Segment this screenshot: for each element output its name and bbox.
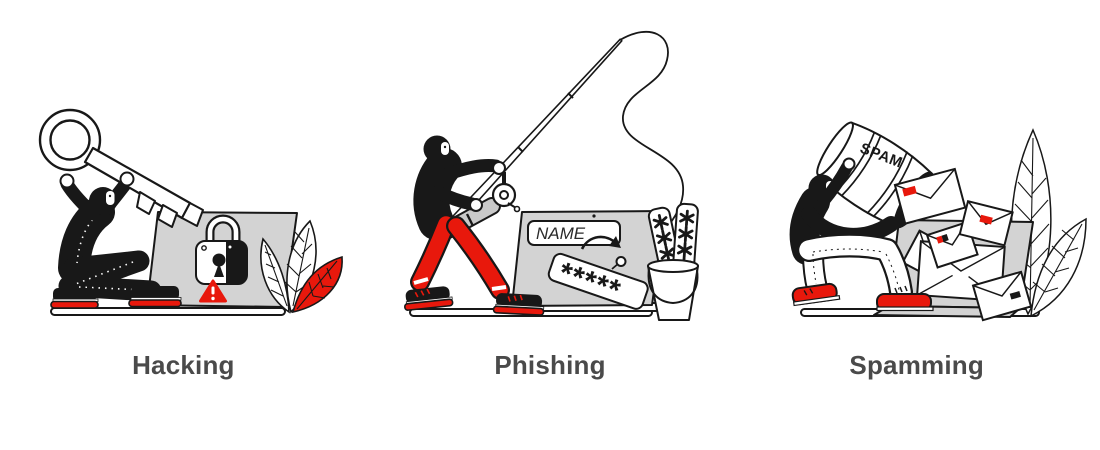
name-field-value: NAME — [536, 224, 586, 243]
panel-spamming: SPAM — [733, 0, 1100, 450]
hacker-figure — [403, 135, 545, 316]
phishing-illustration: NAME ***** — [403, 30, 699, 321]
arrow-icon — [580, 235, 621, 250]
caption-spamming: Spamming — [849, 350, 984, 380]
envelope-icon — [958, 200, 1014, 247]
sneaker-icon — [50, 286, 183, 309]
hook-ring-icon — [615, 256, 627, 267]
giant-key-icon — [39, 108, 205, 228]
sneaker-icon — [875, 285, 934, 312]
warning-triangle-icon — [199, 279, 228, 303]
caption-phishing: Phishing — [494, 350, 606, 380]
fishing-line-icon — [619, 30, 684, 260]
hacking-illustration — [39, 108, 344, 316]
padlock-icon — [195, 214, 249, 285]
plant-leaves-icon — [260, 219, 344, 314]
hacker-figure — [50, 175, 183, 309]
ground-line — [50, 307, 287, 316]
sneaker-icon — [492, 293, 545, 316]
panel-hacking: Hacking — [0, 0, 367, 450]
caption-hacking: Hacking — [132, 350, 235, 380]
password-bucket-icon — [647, 202, 699, 321]
sneaker-icon — [791, 282, 841, 307]
panel-phishing: NAME ***** — [367, 0, 734, 450]
sneaker-icon — [403, 286, 454, 311]
spamming-illustration: SPAM — [789, 121, 1087, 322]
envelope-icon — [971, 270, 1032, 322]
envelope-icon — [893, 167, 967, 225]
name-field: NAME — [527, 220, 621, 246]
hacker-legs — [791, 233, 934, 312]
